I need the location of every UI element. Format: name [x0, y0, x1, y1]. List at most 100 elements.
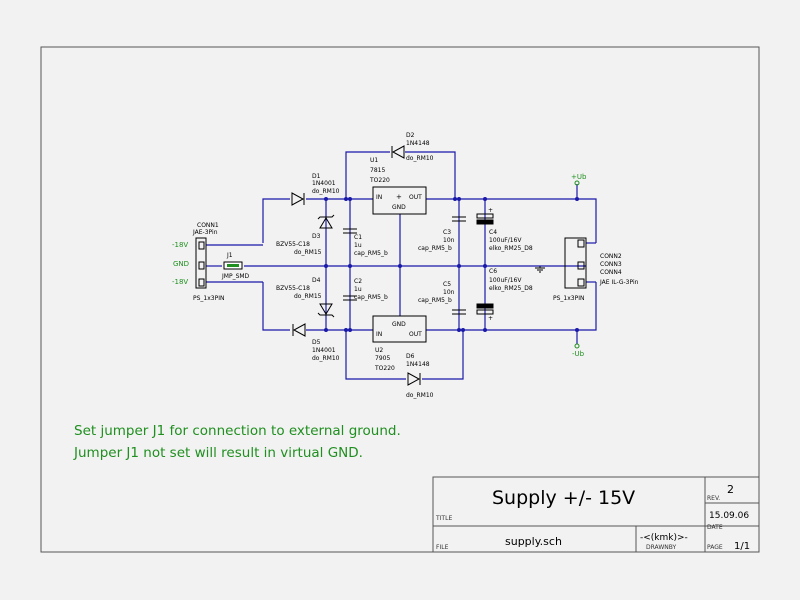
rev-value: 2: [727, 483, 734, 496]
note-line-1: Set jumper J1 for connection to external…: [74, 423, 401, 439]
title-text: Supply +/- 15V: [492, 487, 635, 509]
d4-value: BZV55-C18: [276, 285, 310, 292]
conn1-footprint: PS_1x3PIN: [193, 295, 225, 302]
conn1-ref: CONN1: [197, 222, 219, 229]
d3-footprint: do_RM15: [294, 249, 322, 256]
c6-footprint: elko_RM25_D8: [489, 285, 533, 292]
conn1-value: JAE-3Pin: [192, 229, 218, 236]
svg-text:+: +: [488, 315, 493, 322]
power-flag-pos-label: +Ub: [571, 173, 587, 181]
svg-text:+: +: [396, 193, 402, 201]
power-flag-pos: +Ub: [571, 173, 587, 186]
c2-footprint: cap_RM5_b: [354, 294, 388, 301]
c4-value: 100uF/16V: [489, 237, 522, 244]
u1-value: 7815: [370, 167, 385, 174]
drawn-by-value: -<(kmk)>-: [640, 533, 688, 543]
conn234: CONN2 CONN3 CONN4 JAE IL-G-3Pin PS_1x3PI…: [553, 237, 639, 302]
c2-value: 1u: [354, 286, 362, 293]
diode-d2: D2 1N4148 do_RM10: [391, 132, 434, 162]
c1-footprint: cap_RM5_b: [354, 250, 388, 257]
conn3-ref: CONN3: [600, 261, 622, 268]
conn1: CONN1 JAE-3Pin PS_1x3PIN -18V GND -18V: [172, 222, 225, 302]
c5-value: 10n: [443, 289, 455, 296]
d5-value: 1N4001: [312, 347, 336, 354]
d1-footprint: do_RM10: [312, 188, 340, 195]
capacitor-c2: C2 1u cap_RM5_b: [343, 278, 388, 301]
title-block: Supply +/- 15V TITLE REV. 2 15.09.06 DAT…: [432, 476, 760, 553]
diode-d4-zener: D4 BZV55-C18 do_RM15: [276, 277, 335, 318]
capacitor-c1: C1 1u cap_RM5_b: [343, 228, 388, 257]
c6-ref: C6: [489, 268, 497, 275]
d5-ref: D5: [312, 339, 321, 346]
c3-value: 10n: [443, 237, 455, 244]
capacitor-c4: + C4 100uF/16V elko_RM25_D8: [476, 207, 533, 252]
svg-text:+: +: [488, 207, 493, 214]
drawn-by-label: DRAWNBY: [646, 544, 677, 551]
d1-value: 1N4001: [312, 180, 336, 187]
conn2-ref: CONN2: [600, 253, 622, 260]
u2-ref: U2: [375, 347, 383, 354]
power-flag-neg-label: -Ub: [572, 350, 585, 358]
c2-ref: C2: [354, 278, 362, 285]
c4-ref: C4: [489, 229, 497, 236]
title-label: TITLE: [435, 515, 452, 522]
d2-footprint: do_RM10: [406, 155, 434, 162]
u2-out-label: OUT: [409, 331, 422, 338]
capacitor-c3: C3 10n cap_RM5_b: [418, 216, 466, 252]
u2-value: 7905: [375, 355, 390, 362]
u1-ref: U1: [370, 157, 378, 164]
d6-footprint: do_RM10: [406, 392, 434, 399]
d4-footprint: do_RM15: [294, 293, 322, 300]
ground-symbol: [535, 266, 545, 273]
conn1-pin-label-3: -18V: [172, 278, 188, 286]
rev-label: REV.: [707, 495, 720, 502]
c1-ref: C1: [354, 234, 362, 241]
capacitor-c6: + C6 100uF/16V elko_RM25_D8: [476, 268, 533, 322]
d1-ref: D1: [312, 173, 321, 180]
diode-d1: D1 1N4001 do_RM10: [291, 173, 340, 206]
c6-value: 100uF/16V: [489, 277, 522, 284]
page-value: 1/1: [734, 541, 750, 552]
power-flag-neg: -Ub: [572, 343, 585, 358]
u1-out-label: OUT: [409, 194, 422, 201]
conn1-pin-label-1: -18V: [172, 241, 188, 249]
regulator-u1: IN OUT GND + U1 7815 TO220: [369, 157, 427, 215]
wires: [206, 151, 597, 380]
j1-ref: J1: [226, 252, 233, 259]
file-label: FILE: [436, 544, 449, 551]
c3-footprint: cap_RM5_b: [418, 245, 452, 252]
u1-package: TO220: [369, 177, 390, 184]
d6-ref: D6: [406, 353, 415, 360]
note-line-2: Jumper J1 not set will result in virtual…: [73, 445, 363, 461]
d2-value: 1N4148: [406, 140, 430, 147]
u2-package: TO220: [374, 365, 395, 372]
c5-ref: C5: [443, 281, 451, 288]
j1-value: JMP_SMD: [221, 273, 250, 280]
diode-d6: D6 1N4148 do_RM10: [406, 353, 434, 399]
regulator-u2: IN OUT GND U2 7905 TO220: [372, 315, 427, 372]
capacitor-c5: C5 10n cap_RM5_b: [418, 281, 466, 315]
d3-value: BZV55-C18: [276, 241, 310, 248]
c5-footprint: cap_RM5_b: [418, 297, 452, 304]
date-value: 15.09.06: [709, 511, 749, 521]
u1-gnd-label: GND: [392, 204, 406, 211]
diode-d3-zener: D3 BZV55-C18 do_RM15: [276, 214, 335, 256]
junctions: [324, 197, 579, 332]
d5-footprint: do_RM10: [312, 355, 340, 362]
conn234-value: JAE IL-G-3Pin: [599, 279, 639, 286]
u1-in-label: IN: [376, 194, 382, 201]
conn1-pin-label-2: GND: [173, 260, 189, 268]
d2-ref: D2: [406, 132, 415, 139]
conn234-footprint: PS_1x3PIN: [553, 295, 585, 302]
d6-value: 1N4148: [406, 361, 430, 368]
diode-d5: D5 1N4001 do_RM10: [292, 323, 340, 362]
page-label: PAGE: [707, 544, 723, 551]
date-label: DATE: [707, 524, 723, 531]
file-value: supply.sch: [505, 535, 562, 548]
c4-footprint: elko_RM25_D8: [489, 245, 533, 252]
conn4-ref: CONN4: [600, 269, 622, 276]
c1-value: 1u: [354, 242, 362, 249]
sheet-border: [40, 46, 760, 553]
d4-ref: D4: [312, 277, 321, 284]
